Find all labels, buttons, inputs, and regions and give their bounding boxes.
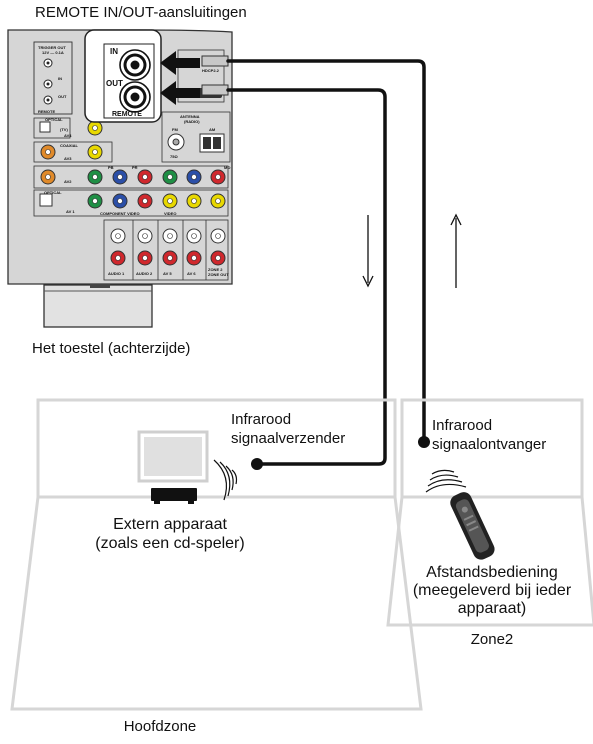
main-zone-name: Hoofdzone [123, 718, 197, 735]
diagram-title: REMOTE IN/OUT-aansluitingen [35, 4, 247, 21]
svg-text:PR: PR [132, 165, 138, 170]
device-caption: Het toestel (achterzijde) [32, 340, 191, 357]
zoom-out-label: OUT [106, 79, 123, 88]
cable-plugs [160, 51, 229, 105]
ir-receiver [418, 436, 430, 448]
signal-arrow-down [362, 215, 374, 288]
svg-text:AV 6: AV 6 [187, 271, 196, 276]
svg-text:ZONE OUT: ZONE OUT [208, 272, 229, 277]
svg-text:OUT: OUT [58, 94, 67, 99]
svg-text:AV3: AV3 [64, 156, 72, 161]
remote-out-jack [119, 81, 151, 113]
plug-arrow-in [160, 51, 200, 75]
unit-foot [43, 284, 153, 328]
signal-arrow-up [450, 213, 462, 288]
svg-text:AV 5: AV 5 [163, 271, 172, 276]
remote-label-line1: Afstandsbediening [426, 564, 558, 581]
receiver-label-line2: signaalontvanger [432, 436, 547, 453]
svg-text:VIDEO: VIDEO [164, 211, 176, 216]
cable-to-receiver [226, 59, 426, 442]
tv-monitor [137, 430, 209, 483]
transmitter-label-line1: Infrarood [231, 411, 292, 428]
svg-text:FM: FM [172, 127, 178, 132]
device-label-line1: Extern apparaat [113, 516, 227, 533]
device-label-line2: (zoals een cd-speler) [95, 535, 245, 552]
svg-text:ZONE 2: ZONE 2 [208, 267, 223, 272]
svg-text:REMOTE: REMOTE [38, 109, 55, 114]
svg-text:IN: IN [58, 76, 62, 81]
svg-text:COAXIAL: COAXIAL [60, 143, 79, 148]
remote-control [425, 469, 495, 560]
svg-text:OPTICAL: OPTICAL [44, 190, 62, 195]
remote-in-jack [119, 49, 151, 81]
external-device [151, 488, 197, 504]
svg-text:AUDIO 2: AUDIO 2 [136, 271, 153, 276]
cable-to-transmitter [226, 88, 387, 466]
svg-text:HDCP2.2: HDCP2.2 [202, 68, 220, 73]
main-zone-room [10, 398, 423, 711]
svg-text:AV2: AV2 [64, 179, 72, 184]
svg-text:12V — 0.1A: 12V — 0.1A [42, 50, 64, 55]
remote-jack-callout: IN OUT REMOTE [84, 29, 162, 123]
remote-label-line3: apparaat) [457, 600, 527, 617]
zone2-name: Zone2 [470, 631, 514, 648]
ir-transmitter [213, 458, 263, 501]
svg-text:OPTICAL: OPTICAL [45, 117, 63, 122]
svg-text:MO: MO [224, 165, 230, 170]
svg-text:COMPONENT VIDEO: COMPONENT VIDEO [100, 211, 140, 216]
svg-text:AV 1: AV 1 [66, 209, 75, 214]
svg-text:(RADIO): (RADIO) [184, 119, 200, 124]
svg-text:AUDIO 1: AUDIO 1 [108, 271, 125, 276]
svg-text:AV4: AV4 [64, 133, 72, 138]
svg-text:PB: PB [108, 165, 114, 170]
zoom-in-label: IN [110, 47, 118, 56]
svg-text:AM: AM [209, 127, 216, 132]
plug-arrow-out [160, 81, 200, 105]
svg-text:ANTENNA: ANTENNA [180, 114, 200, 119]
transmitter-label-line2: signaalverzender [231, 430, 346, 447]
svg-text:75Ω: 75Ω [170, 154, 178, 159]
zoom-remote-label: REMOTE [112, 111, 142, 118]
panel-trigger-label: TRIGGER OUT [38, 45, 66, 50]
receiver-label-line1: Infrarood [432, 417, 493, 434]
zone2-room [386, 398, 593, 627]
svg-text:(TV): (TV) [60, 127, 68, 132]
remote-label-line2: (meegeleverd bij ieder [412, 582, 572, 599]
